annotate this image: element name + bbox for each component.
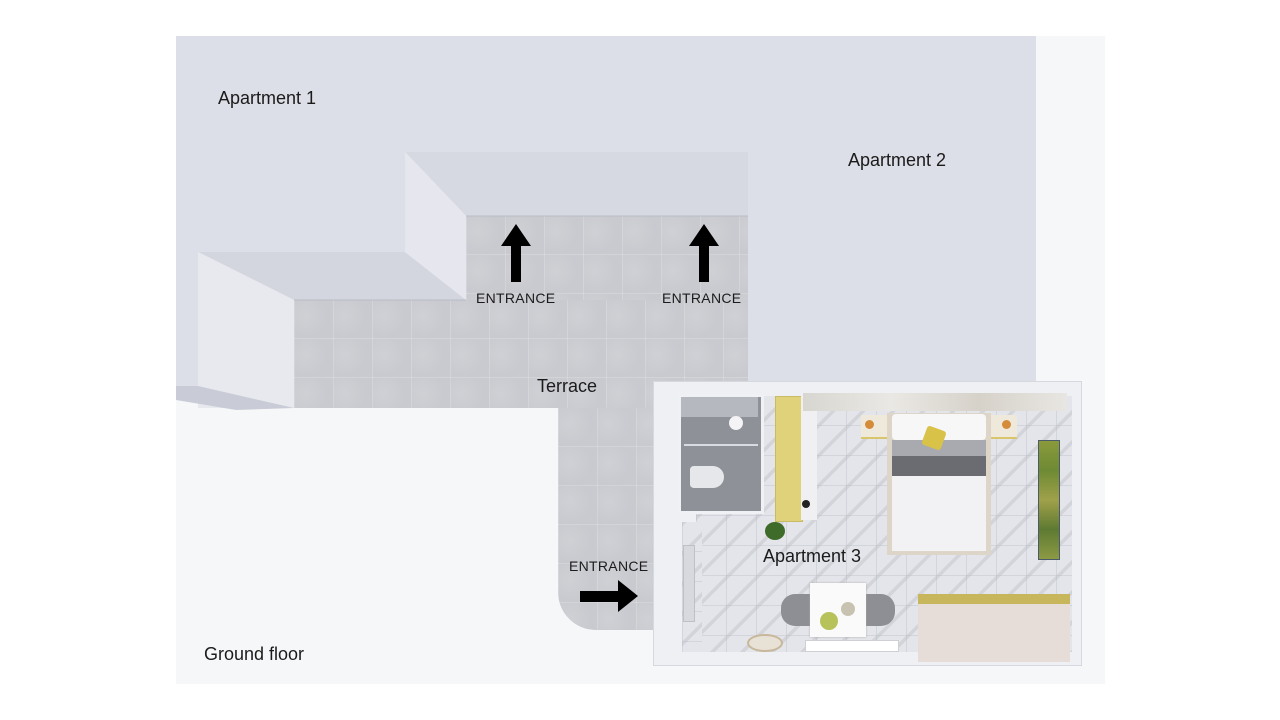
- bedroom-back-wall: [803, 393, 1067, 411]
- entrance-arrow-up-icon-1: [501, 224, 531, 282]
- plate-icon-2: [841, 602, 855, 616]
- side-shelf: [683, 545, 695, 622]
- entrance-label-2: ENTRANCE: [662, 290, 742, 306]
- window-sill: [805, 640, 899, 652]
- bathroom-wall-top: [681, 397, 758, 417]
- rug: [747, 634, 783, 652]
- lamp-left-icon: [865, 420, 874, 429]
- apartment-1-block: [176, 36, 748, 152]
- blanket-stripe-dark: [892, 456, 986, 476]
- entrance-arrow-up-icon-2: [689, 224, 719, 282]
- storage-bench: [918, 594, 1070, 662]
- terrace-walls-shading: [176, 152, 748, 410]
- shower-head-icon: [729, 416, 743, 430]
- chair-right: [865, 594, 895, 626]
- apartment-1-block-left-low: [176, 252, 198, 388]
- apartment-1-label: Apartment 1: [218, 88, 317, 108]
- plate-icon: [820, 612, 838, 630]
- dining-table: [810, 583, 866, 637]
- plant-icon: [765, 522, 785, 540]
- apartment-1-block-left: [176, 152, 405, 252]
- entrance-label-1: ENTRANCE: [476, 290, 556, 306]
- terrace-label: Terrace: [537, 376, 598, 396]
- apartment-3-label: Apartment 3: [763, 546, 862, 566]
- stove-icon: [802, 500, 810, 508]
- lamp-right-icon: [1002, 420, 1011, 429]
- entrance-label-3: ENTRANCE: [569, 558, 649, 574]
- wardrobe: [775, 396, 803, 522]
- wall-painting: [1038, 440, 1060, 560]
- floor-title: Ground floor: [204, 644, 305, 664]
- entrance-arrow-right-icon: [580, 580, 638, 612]
- toilet-icon: [690, 466, 724, 488]
- bed-sheet: [892, 476, 986, 551]
- kitchen-counter: [801, 396, 817, 520]
- chair-left: [781, 594, 811, 626]
- apartment-2-block: [748, 36, 1036, 382]
- shower-glass: [684, 444, 758, 446]
- apartment-2-label: Apartment 2: [848, 150, 947, 170]
